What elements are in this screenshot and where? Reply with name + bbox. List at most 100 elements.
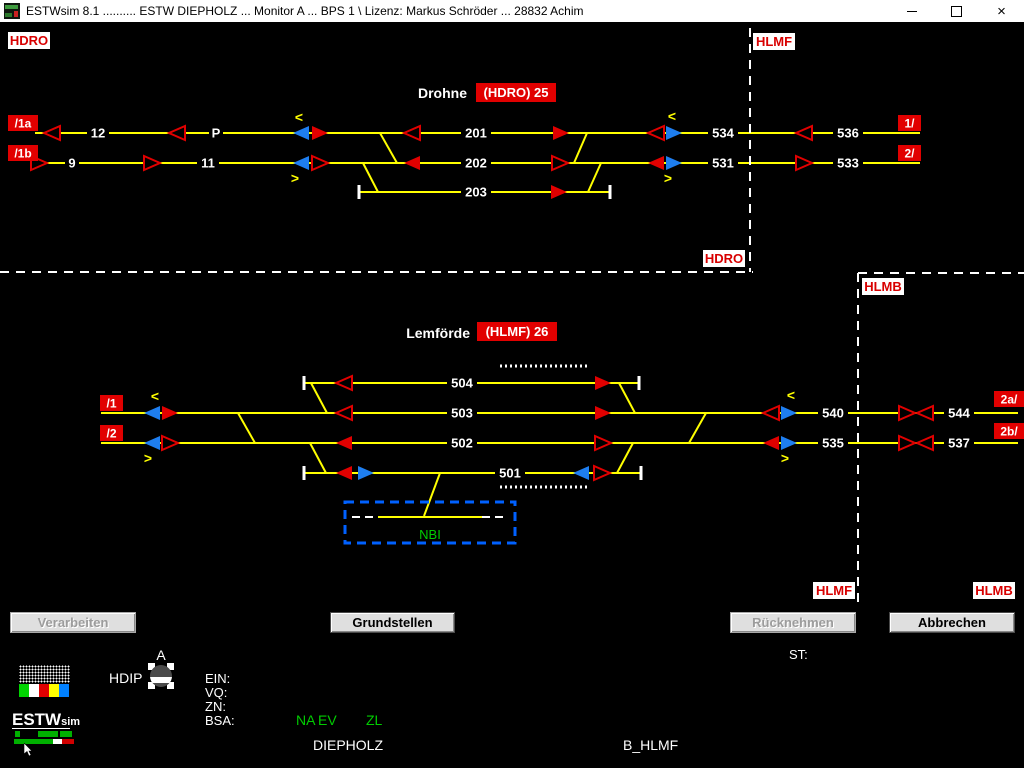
signal-icon[interactable] bbox=[333, 404, 353, 422]
track-line[interactable] bbox=[379, 132, 398, 164]
signal-icon[interactable] bbox=[781, 436, 797, 450]
track-badge[interactable] bbox=[994, 391, 1024, 407]
track-line[interactable] bbox=[310, 382, 328, 414]
signal-icon[interactable] bbox=[41, 124, 61, 142]
maximize-button[interactable] bbox=[934, 0, 979, 22]
track-badge[interactable] bbox=[100, 395, 123, 411]
track-line[interactable] bbox=[423, 472, 441, 517]
track-label[interactable]: 533 bbox=[837, 156, 859, 171]
track-label[interactable]: 531 bbox=[712, 156, 734, 171]
signal-icon[interactable] bbox=[166, 124, 186, 142]
track-line[interactable] bbox=[587, 162, 602, 193]
signal-icon[interactable] bbox=[793, 124, 813, 142]
track-line[interactable] bbox=[237, 412, 256, 444]
swatch-red bbox=[39, 684, 49, 697]
track-label[interactable]: 537 bbox=[948, 436, 970, 451]
track-label[interactable]: 12 bbox=[91, 126, 105, 141]
route-chevron: < bbox=[668, 108, 676, 124]
signal-icon[interactable] bbox=[336, 436, 352, 450]
track-line[interactable] bbox=[362, 162, 379, 193]
signal-icon[interactable] bbox=[358, 466, 374, 480]
station-link[interactable] bbox=[813, 582, 855, 599]
signal-icon[interactable] bbox=[666, 156, 682, 170]
signal-icon[interactable] bbox=[553, 126, 569, 140]
signal-icon[interactable] bbox=[914, 434, 934, 452]
track-label[interactable]: 540 bbox=[822, 406, 844, 421]
track-badge[interactable] bbox=[898, 145, 921, 161]
track-badge[interactable] bbox=[100, 425, 123, 441]
track-label[interactable]: P bbox=[212, 126, 221, 141]
hdip-symbol[interactable] bbox=[148, 663, 174, 689]
signal-icon[interactable] bbox=[595, 406, 611, 420]
track-badge[interactable] bbox=[8, 115, 38, 131]
signal-icon[interactable] bbox=[760, 404, 780, 422]
signal-icon[interactable] bbox=[293, 126, 309, 140]
track-badge-label: 2/ bbox=[904, 147, 915, 161]
signal-icon[interactable] bbox=[551, 154, 571, 172]
signal-icon[interactable] bbox=[595, 376, 611, 390]
signal-icon[interactable] bbox=[648, 156, 664, 170]
verarbeiten-button[interactable]: Verarbeiten bbox=[10, 612, 136, 633]
station-link[interactable] bbox=[753, 33, 795, 50]
signal-icon[interactable] bbox=[401, 124, 421, 142]
track-label[interactable]: 544 bbox=[948, 406, 970, 421]
track-badge[interactable] bbox=[994, 423, 1024, 439]
track-label[interactable]: 202 bbox=[465, 156, 487, 171]
signal-icon[interactable] bbox=[645, 124, 665, 142]
signal-icon[interactable] bbox=[551, 185, 567, 199]
track-label[interactable]: 201 bbox=[465, 126, 487, 141]
track-label[interactable]: 534 bbox=[712, 126, 734, 141]
signal-icon[interactable] bbox=[333, 374, 353, 392]
minimize-button[interactable] bbox=[889, 0, 934, 22]
station-name: Lemförde bbox=[406, 325, 470, 341]
track-line[interactable] bbox=[618, 382, 636, 414]
signal-icon[interactable] bbox=[914, 404, 934, 422]
track-label[interactable]: 502 bbox=[451, 436, 473, 451]
track-label[interactable]: 536 bbox=[837, 126, 859, 141]
signal-icon[interactable] bbox=[143, 154, 163, 172]
signal-icon[interactable] bbox=[144, 406, 160, 420]
signal-icon[interactable] bbox=[144, 436, 160, 450]
signal-icon[interactable] bbox=[795, 154, 815, 172]
track-label[interactable]: 11 bbox=[201, 156, 215, 171]
track-label[interactable]: 503 bbox=[451, 406, 473, 421]
grundstellen-button[interactable]: Grundstellen bbox=[330, 612, 455, 633]
signal-icon[interactable] bbox=[293, 156, 309, 170]
track-label[interactable]: 504 bbox=[451, 376, 473, 391]
track-label[interactable]: 535 bbox=[822, 436, 844, 451]
logo-text-sub: sim bbox=[61, 716, 81, 728]
track-label[interactable]: 9 bbox=[68, 156, 75, 171]
track-line[interactable] bbox=[573, 132, 588, 164]
signal-icon[interactable] bbox=[336, 466, 352, 480]
track-line[interactable] bbox=[688, 412, 707, 444]
signal-icon[interactable] bbox=[161, 434, 181, 452]
track-label[interactable]: 203 bbox=[465, 185, 487, 200]
signal-icon[interactable] bbox=[162, 406, 178, 420]
signal-icon[interactable] bbox=[593, 464, 613, 482]
track-label[interactable]: 501 bbox=[499, 466, 521, 481]
signal-icon[interactable] bbox=[312, 126, 328, 140]
abbrechen-button[interactable]: Abbrechen bbox=[889, 612, 1015, 633]
signal-icon[interactable] bbox=[404, 156, 420, 170]
signal-icon[interactable] bbox=[666, 126, 682, 140]
track-label-bg bbox=[209, 125, 223, 141]
track-label-bg bbox=[87, 125, 109, 141]
station-link[interactable] bbox=[973, 582, 1015, 599]
signal-icon[interactable] bbox=[594, 434, 614, 452]
track-line[interactable] bbox=[616, 442, 634, 474]
station-link-label: HDRO bbox=[10, 33, 48, 48]
signal-icon[interactable] bbox=[573, 466, 589, 480]
signal-icon[interactable] bbox=[898, 434, 918, 452]
signal-icon[interactable] bbox=[781, 406, 797, 420]
track-badge[interactable] bbox=[8, 145, 38, 161]
track-line[interactable] bbox=[309, 442, 327, 474]
signal-icon[interactable] bbox=[311, 154, 331, 172]
signal-icon[interactable] bbox=[898, 404, 918, 422]
station-link[interactable] bbox=[8, 32, 50, 49]
ruecknehmen-button[interactable]: Rücknehmen bbox=[730, 612, 856, 633]
close-button[interactable]: × bbox=[979, 0, 1024, 22]
station-link[interactable] bbox=[862, 278, 904, 295]
signal-icon[interactable] bbox=[763, 436, 779, 450]
track-badge[interactable] bbox=[898, 115, 921, 131]
station-link[interactable] bbox=[703, 250, 745, 267]
